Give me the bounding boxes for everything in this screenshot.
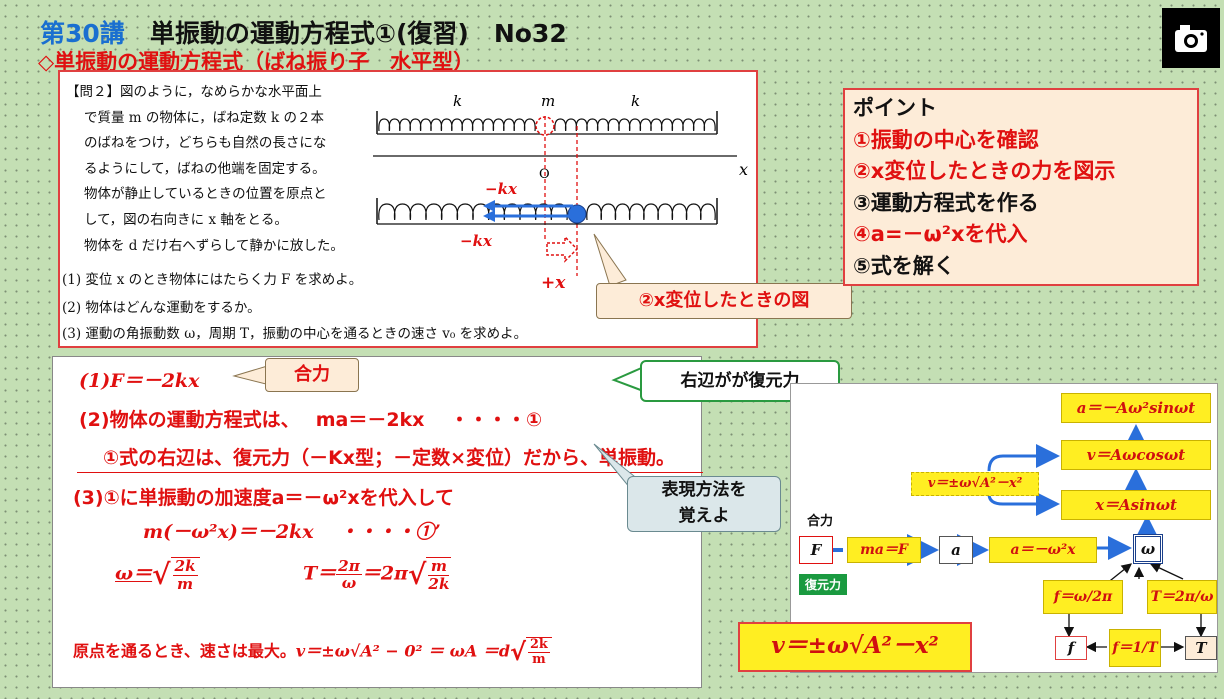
f-T-box: f＝1/T <box>1109 629 1161 667</box>
point-heading: ポイント <box>853 96 937 120</box>
callout-pointer <box>593 233 627 287</box>
frequency-box: f <box>1055 636 1087 660</box>
omega-lhs: ω＝ <box>115 562 153 585</box>
figure-callout: ②x変位したときの図 <box>596 283 852 319</box>
problem-line: 物体が静止しているときの位置を原点と <box>84 186 327 203</box>
T-sqrt-den: 2k <box>428 574 450 593</box>
newton-eq-box: ma＝F <box>847 537 921 563</box>
lecture-title: 単振動の運動方程式①(復習) <box>149 19 469 48</box>
origin-label: O <box>539 167 550 182</box>
memorize-callout: 表現方法を 覚えよ <box>627 476 781 532</box>
displacement-eq-box: x＝Asinωt <box>1061 490 1211 520</box>
point-item: ①振動の中心を確認 <box>853 127 1039 152</box>
k-label-left: k <box>453 92 462 110</box>
omega-num: 2k <box>172 557 198 576</box>
T-num: 2π <box>336 556 362 576</box>
question-3: (3) 運動の角振動数 ω，周期 T，振動の中心を通るときの速さ v₀ を求めよ… <box>62 326 528 342</box>
velocity-eq-box: v＝Aωcosωt <box>1061 440 1211 470</box>
force-left-label: −kx <box>460 232 493 250</box>
problem-line: 【問２】図のように，なめらかな水平面上 <box>66 84 322 100</box>
omega-den: m <box>177 574 194 593</box>
point-item: ②x変位したときの力を図示 <box>853 159 1116 183</box>
question-2: (2) 物体はどんな運動をするか。 <box>62 300 261 316</box>
point-item: ③運動方程式を作る <box>853 190 1039 215</box>
m-label: m <box>541 92 555 110</box>
point-panel: ポイント ①振動の中心を確認 ②x変位したときの力を図示 ③運動方程式を作る ④… <box>843 88 1199 286</box>
restoring-label: 復元力 <box>799 574 848 595</box>
force-box: F <box>799 536 833 564</box>
velocity-big-box: v＝±ω√A²－x² <box>738 622 972 672</box>
f-omega-box: f＝ω/2π <box>1043 580 1123 614</box>
vmax-num: 2k <box>528 637 550 654</box>
camera-icon <box>1175 25 1207 52</box>
force-top-label: −kx <box>485 180 518 198</box>
problem-line: して，図の右向きに x 軸をとる。 <box>84 211 288 228</box>
k-label-right: k <box>631 92 640 110</box>
answer-panel: (1)F＝－2kx (2)物体の運動方程式は、 ma＝－2kx ・・・・① ①式… <box>52 356 703 688</box>
omega-box: ω <box>1133 534 1163 564</box>
answer-5: m(－ω²x)＝－2kx ・・・・①’ <box>143 521 441 543</box>
point-item: ⑤式を解く <box>853 253 955 278</box>
answer-4: (3)①に単振動の加速度a＝－ω²xを代入して <box>73 487 455 509</box>
page-number: No32 <box>493 19 567 48</box>
vmax-text: 原点を通るとき、速さは最大。 <box>73 641 296 661</box>
problem-line: るようにして，ばねの他端を固定する。 <box>84 160 326 177</box>
memorize-line-2: 覚えよ <box>678 506 730 526</box>
velocity-formula-box: v＝±ω√A²－x² <box>911 472 1039 496</box>
shm-accel-box: a＝－ω²x <box>989 537 1097 563</box>
point-item: ④a=－ω²xを代入 <box>853 222 1028 246</box>
spring-figure: k m k x O −kx −kx +x <box>373 92 748 293</box>
answer-3: ①式の右辺は、復元力（－Kx型；－定数×変位）だから、単振動。 <box>77 443 703 473</box>
net-force-callout: 合力 <box>265 358 359 392</box>
answer-2: (2)物体の運動方程式は、 ma＝－2kx ・・・・① <box>79 409 543 431</box>
lecture-number: 第30講 <box>40 19 125 48</box>
answer-1: (1)F＝－2kx <box>79 370 200 392</box>
net-force-label: 合力 <box>807 514 834 529</box>
acceleration-eq-box: a＝－Aω²sinωt <box>1061 393 1211 423</box>
T-omega-box: T＝2π/ω <box>1147 580 1217 614</box>
T-den: ω <box>341 574 357 593</box>
T-mid: ＝2π <box>361 562 408 585</box>
vmax-formula: v＝±ω√A² − 0² ＝ ωA ＝d <box>295 641 511 661</box>
period-box: T <box>1185 636 1217 660</box>
question-1: (1) 変位 x のとき物体にはたらく力 F を求めよ。 <box>62 272 363 288</box>
memorize-line-1: 表現方法を <box>661 480 747 500</box>
problem-line: のばねをつけ，どちらも自然の長さにな <box>84 135 327 152</box>
T-lhs: T＝ <box>303 562 337 585</box>
problem-text: 【問２】図のように，なめらかな水平面上 で質量 m の物体に，ばね定数 k の２… <box>66 80 366 259</box>
displacement-label: +x <box>541 273 566 293</box>
restoring-callout: 右辺がが復元力 <box>640 360 840 402</box>
problem-line: 物体を d だけ右へずらして静かに放した。 <box>84 237 344 254</box>
camera-button[interactable] <box>1162 8 1220 68</box>
accel-box: a <box>939 536 973 564</box>
page-title: 第30講 単振動の運動方程式①(復習) No32 <box>40 14 567 50</box>
x-axis-label: x <box>739 160 748 179</box>
vmax-den: m <box>532 652 546 668</box>
T-sqrt-num: m <box>428 558 450 576</box>
problem-line: で質量 m の物体に，ばね定数 k の２本 <box>84 109 324 126</box>
